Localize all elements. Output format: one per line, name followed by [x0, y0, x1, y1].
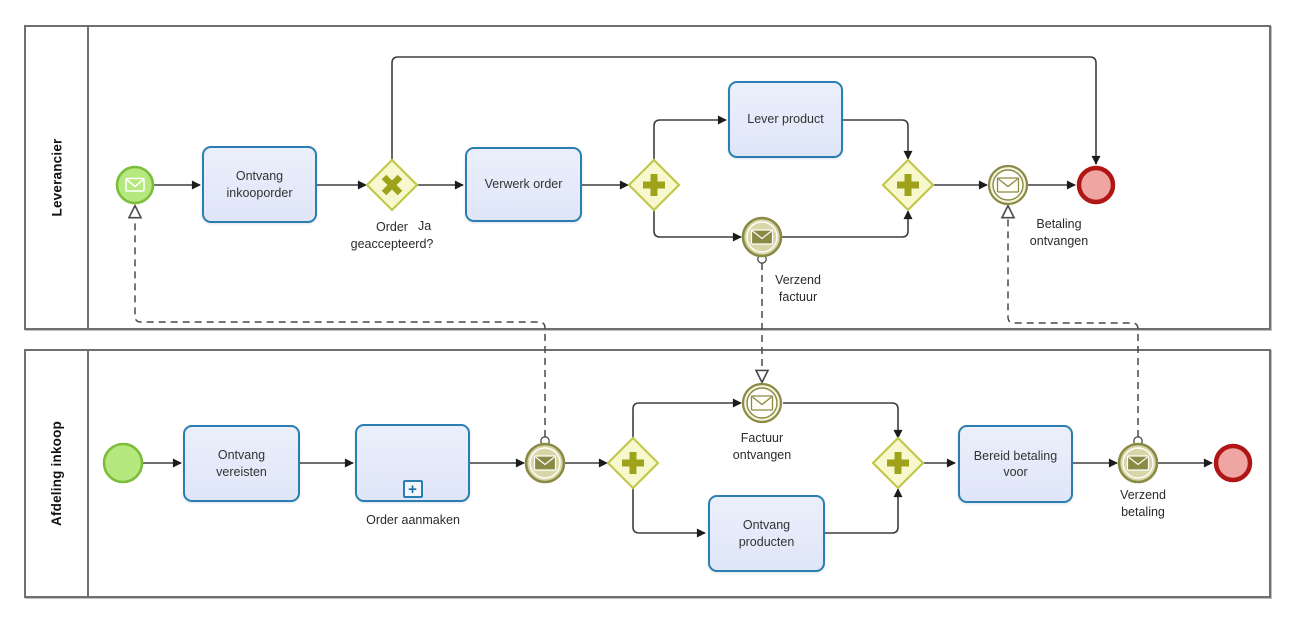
envelope-outline-icon	[750, 395, 774, 411]
start-event-afdeling-inkoop[interactable]	[102, 442, 144, 484]
flow-split-to-lever-product	[653, 115, 727, 161]
flow-lever-product-to-join	[843, 119, 913, 160]
task-ontvang-inkooporder[interactable]: Ontvang inkooporder	[202, 146, 317, 223]
intermediate-throw-event-order[interactable]	[524, 442, 566, 484]
label-order-aanmaken: Order aanmaken	[366, 513, 460, 527]
intermediate-catch-event-betaling-ontvangen[interactable]	[987, 164, 1029, 206]
envelope-filled-icon	[750, 229, 774, 245]
lane-title-text: Leverancier	[49, 138, 64, 217]
task-label: Verwerk order	[484, 177, 563, 192]
end-event-afdeling-inkoop[interactable]	[1213, 443, 1253, 483]
subprocess-expand-marker[interactable]: +	[402, 480, 423, 498]
flow-xor-nee-loop-to-end	[391, 56, 1101, 165]
parallel-gateway-split-top[interactable]	[627, 158, 681, 212]
sequence-flows-bottom	[142, 398, 1213, 538]
subprocess-order-aanmaken[interactable]: +	[355, 424, 470, 502]
parallel-gateway-join-bottom[interactable]	[871, 436, 925, 490]
envelope-icon	[125, 177, 145, 192]
lane-title-afdeling-inkoop: Afdeling inkoop	[25, 350, 88, 597]
label-order-geaccepteerd: Order geaccepteerd?	[350, 220, 434, 251]
flow-verzend-factuur-to-join	[781, 210, 913, 238]
parallel-gateway-join-top[interactable]	[881, 158, 935, 212]
label-betaling-ontvangen: Betaling ontvangen	[1029, 217, 1089, 248]
flow-split2-to-ontvang-producten	[632, 487, 706, 538]
message-flow-inkooporder	[135, 206, 546, 437]
task-label: Ontvang inkooporder	[226, 169, 293, 200]
parallel-gateway-split-bottom[interactable]	[606, 436, 660, 490]
label-ja: Ja	[418, 219, 432, 233]
envelope-filled-icon	[1126, 455, 1150, 471]
plus-icon	[622, 452, 644, 474]
flow-ontvang-producten-to-join2	[825, 488, 903, 534]
lane-title-text: Afdeling inkoop	[49, 421, 64, 526]
plus-icon: +	[408, 480, 417, 498]
message-flows	[135, 206, 1139, 437]
task-bereid-betaling-voor[interactable]: Bereid betaling voor	[958, 425, 1073, 503]
envelope-filled-icon	[533, 455, 557, 471]
intermediate-catch-event-factuur-ontvangen[interactable]	[741, 382, 783, 424]
end-event-leverancier[interactable]	[1076, 165, 1116, 205]
label-factuur-ontvangen: Factuur ontvangen	[732, 431, 792, 462]
intermediate-throw-event-verzend-factuur[interactable]	[741, 216, 783, 258]
start-event-message-leverancier[interactable]	[115, 165, 155, 205]
task-ontvang-producten[interactable]: Ontvang producten	[708, 495, 825, 572]
plus-icon	[643, 174, 665, 196]
task-label: Ontvang vereisten	[216, 448, 267, 479]
envelope-outline-icon	[996, 177, 1020, 193]
intermediate-throw-event-verzend-betaling[interactable]	[1117, 442, 1159, 484]
task-label: Ontvang producten	[738, 518, 795, 549]
flow-split-to-verzend-factuur	[653, 209, 742, 242]
xor-gateway-order-geaccepteerd[interactable]	[365, 158, 419, 212]
xor-icon	[381, 174, 403, 196]
plus-icon	[897, 174, 919, 196]
plus-icon	[887, 452, 909, 474]
task-label: Bereid betaling voor	[973, 448, 1058, 479]
flow-split2-to-factuur-ontvangen	[632, 398, 742, 439]
task-lever-product[interactable]: Lever product	[728, 81, 843, 158]
task-ontvang-vereisten[interactable]: Ontvang vereisten	[183, 425, 300, 502]
task-label: Lever product	[747, 112, 824, 127]
lane-title-leverancier: Leverancier	[25, 26, 88, 329]
task-verwerk-order[interactable]: Verwerk order	[465, 147, 582, 222]
sequence-flows-top	[153, 56, 1101, 242]
label-verzend-betaling: Verzend betaling	[1120, 488, 1166, 519]
message-flow-betaling	[1008, 206, 1139, 437]
label-verzend-factuur: Verzend factuur	[775, 273, 821, 304]
flow-factuur-ontvangen-to-join2	[783, 402, 903, 439]
